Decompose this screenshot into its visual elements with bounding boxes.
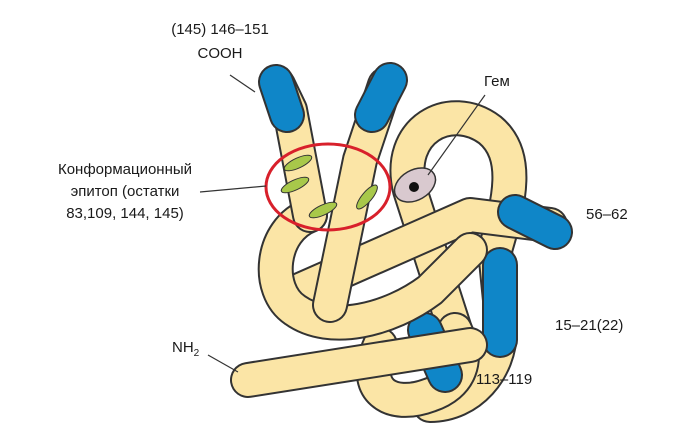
region-15-21-label: 15–21(22) [555,317,624,334]
n-term-base: NH [172,339,194,356]
heme-label: Гем [484,73,510,90]
epitope-patch-4 [356,184,378,210]
heme-group [393,167,437,203]
epitope-patch-1 [283,154,313,172]
n-term-label: NH2 [172,338,199,364]
chain-to-56-62 [282,194,573,308]
leader-lines [199,74,486,373]
epitope-label-line2: эпитоп (остатки [70,183,180,200]
leader-epitope [199,185,267,193]
leader-cooh [229,74,256,93]
region-56-62-label: 56–62 [586,206,628,223]
epitope-highlight-circle [264,142,392,232]
c-term-label: COOH [197,45,243,62]
chain-central-loop [257,197,488,341]
epitope-patch-3 [308,201,338,219]
epitope-patch-2 [280,176,310,194]
epitope-label-line1: Конформационный [57,161,193,178]
epitope-label-line3: 83,109, 144, 145) [66,205,184,222]
n-term-subscript: 2 [193,348,200,359]
leader-nh2 [207,354,239,373]
epitope-patches [280,154,378,219]
region-113-119-label: 113–119 [476,371,533,388]
heme-iron-dot [409,182,419,192]
leader-heme [427,94,486,176]
c-term-range-label: (145) 146–151 [171,21,269,38]
chain-n-terminal-strand [230,327,488,398]
chain-middle-strand [312,62,408,323]
